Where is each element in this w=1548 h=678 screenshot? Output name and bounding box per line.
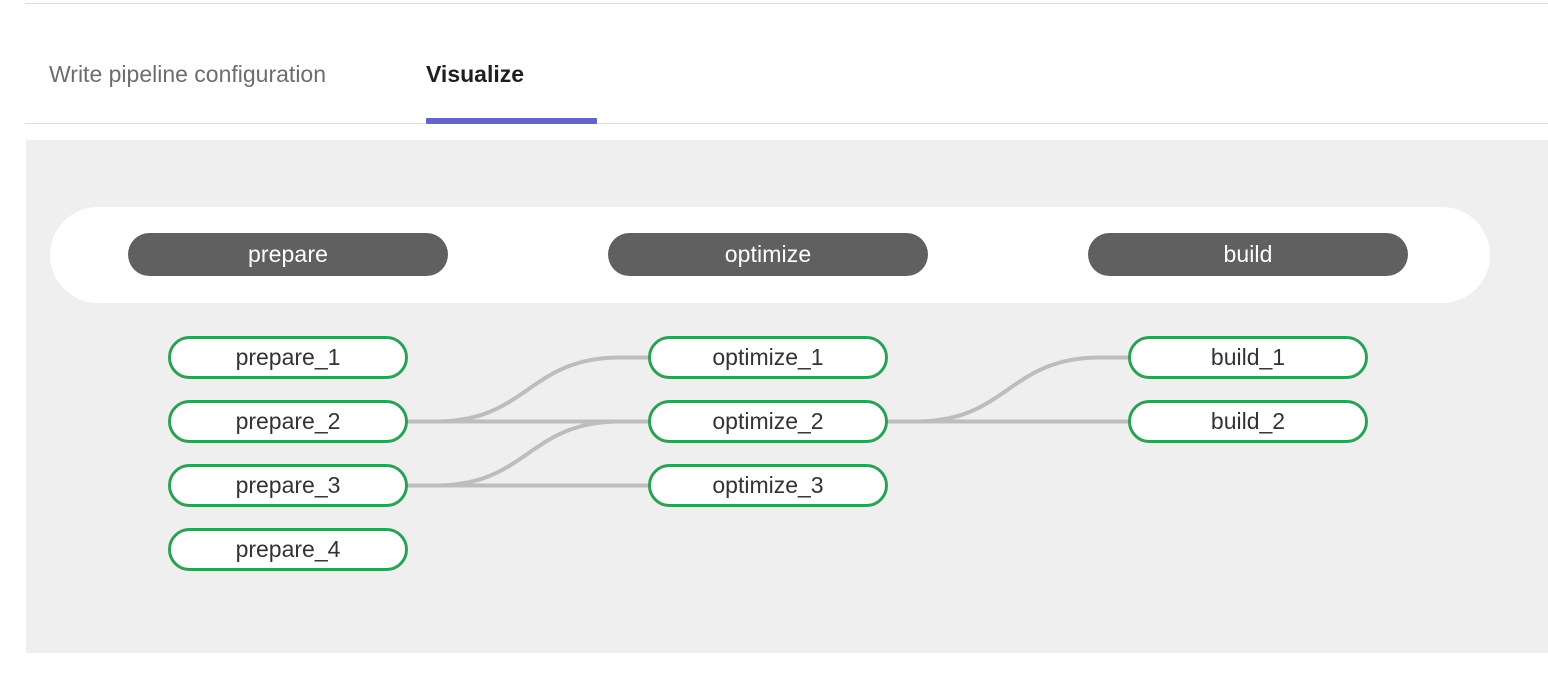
job-node-optimize_1[interactable]: optimize_1 — [648, 336, 888, 379]
stage-header-build: build — [1088, 233, 1408, 276]
stage-header-prepare: prepare — [128, 233, 448, 276]
job-node-build_2[interactable]: build_2 — [1128, 400, 1368, 443]
job-node-build_1[interactable]: build_1 — [1128, 336, 1368, 379]
stage-header-strip: prepare optimize build — [50, 207, 1490, 303]
edge-prepare_2-to-optimize_1 — [406, 355, 650, 424]
job-node-optimize_3[interactable]: optimize_3 — [648, 464, 888, 507]
tab-bar-divider — [25, 123, 1548, 124]
job-node-prepare_4[interactable]: prepare_4 — [168, 528, 408, 571]
job-node-prepare_3[interactable]: prepare_3 — [168, 464, 408, 507]
job-node-prepare_1[interactable]: prepare_1 — [168, 336, 408, 379]
edge-optimize_2-to-build_1 — [886, 355, 1130, 424]
job-node-prepare_2[interactable]: prepare_2 — [168, 400, 408, 443]
top-divider — [25, 3, 1548, 4]
tab-visualize[interactable]: Visualize — [426, 61, 525, 87]
stage-header-optimize: optimize — [608, 233, 928, 276]
job-node-optimize_2[interactable]: optimize_2 — [648, 400, 888, 443]
edge-prepare_3-to-optimize_2 — [406, 419, 650, 488]
tab-write-pipeline-configuration[interactable]: Write pipeline configuration — [49, 61, 327, 87]
active-tab-underline — [426, 118, 597, 124]
tab-bar: Write pipeline configuration Visualize — [25, 40, 1548, 125]
